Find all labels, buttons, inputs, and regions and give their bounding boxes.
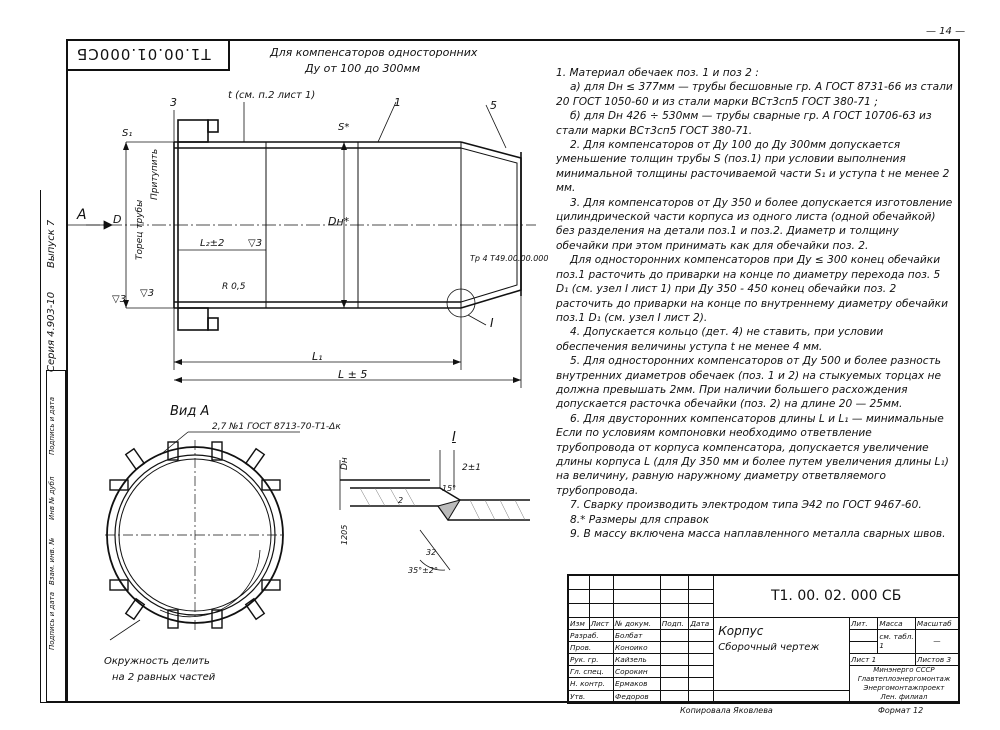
col-mass: Масса [877,616,916,630]
mass-value: см. табл. 1 [877,628,916,654]
bottom-line [40,702,960,703]
strip-col-2: Инв № дубл [48,476,56,520]
technical-notes: 1. Материал обечаек поз. 1 и поз 2 : а) … [556,66,954,541]
view-arrow-label: A [77,207,87,223]
sheets-label: Листов 3 [914,652,960,666]
circle-note-2: на 2 равных частей [112,672,216,683]
s1-label: S₁ [122,128,133,139]
note-8: 8.* Размеры для справок [570,513,710,526]
format-label: Формат 12 [878,706,924,715]
L1-label: L₁ [312,350,323,363]
strip-col-4: Подпись и дата [48,592,56,650]
note-1: 1. Материал обечаек поз. 1 и поз 2 : [556,67,759,79]
detail-35-label: 35°±2° [408,566,438,575]
person-4: Ермаков [613,677,661,691]
org-2: Главтеплоэнергомонтаж [857,674,951,683]
note-6: 6. Для двусторонних компенсаторов длины … [570,412,944,425]
role-4: Н. контр. [567,677,615,691]
note-1b: б) для Dн 426 ÷ 530мм — трубы сварные гр… [556,110,932,137]
note-7: 7. Сварку производить электродом типа Э4… [570,499,922,512]
org-4: Лен. филиал [880,692,928,701]
note-9: 9. В массу включена масса наплавленного … [570,528,946,540]
note-2: 2. Для компенсаторов от Ду 100 до Ду 300… [556,139,950,195]
dim-Dn-label: Dн* [328,215,350,228]
role-1: Пров. [567,640,615,654]
copied-by: Копировала Яковлева [680,706,773,715]
view-a-title: Вид А [170,404,210,419]
hdr-date: Дата [688,616,715,630]
weld-symbol-label: 2,7 №1 ГОСТ 8713-70-Т1-Δк [212,422,341,432]
person-2: Кайзель [613,652,661,666]
strip-col-3: Взам. инв. № [48,537,56,585]
series-label: Серия 4.903-10 [46,291,57,372]
roughness-3: ▽3 [112,294,127,305]
person-0: Болбат [613,628,661,642]
l2-label: L₂±2 [200,238,225,249]
section-drawing [66,101,536,388]
person-3: Сорокин [613,664,661,678]
strip-col-1: Подпись и дата [48,397,56,455]
rotated-doc-code: Т1.00.01.000СБ [76,45,211,63]
header-note-line2: Ду от 100 до 300мм [305,62,421,75]
role-0: Разраб. [567,628,615,642]
weld-mark-label: Тр 4 Т49.00.00.000 [470,254,549,263]
pos-1-label: 1 [394,96,401,109]
detail-i-title: I [452,430,456,445]
detail-15-label: 15° [442,484,457,493]
left-margin-line [40,190,41,703]
person-1: Коноико [613,640,661,654]
pos-5-label: 5 [490,99,497,112]
L-label: L ± 5 [338,368,368,381]
hdr-doc: № докум. [613,616,661,630]
hdr-izm: Изм [567,616,590,630]
circle-note-1: Окружность делить [104,656,210,667]
note-6b: Если по условиям компоновки необходимо о… [556,427,949,497]
detail-2pm1-label: 2±1 [462,463,481,473]
note-5: 5. Для односторонних компенсаторов от Ду… [556,355,942,411]
org-3: Энергомонтажпроект [863,683,945,692]
roughness-1: ▽3 [248,238,263,249]
col-lit: Лит. [848,616,879,630]
view-a-drawing [105,431,300,641]
t-note-label: t (см. п.2 лист 1) [228,90,316,101]
note-3b: Для односторонних компенсаторов при Ду ≤… [556,254,948,324]
doc-code-cell: Т1. 00. 02. 000 СБ [713,574,960,618]
left-stamp-strip [46,370,66,702]
org-1: Минэнерго СССР [873,665,935,674]
issue-label: Выпуск 7 [46,219,57,268]
hdr-sign: Подп. [659,616,690,630]
detail-1205-label: 1205 [340,524,349,545]
rotated-doc-code-box: Т1.00.01.000СБ [68,41,230,71]
dim-D-label: D [113,213,122,226]
pos-3-label: 3 [170,96,177,109]
roughness-2: ▽3 [140,288,155,299]
note-4: 4. Допускается кольцо (дет. 4) не ставит… [556,326,884,353]
detail-dn-label: Dн [340,457,350,470]
header-note-line1: Для компенсаторов односторонних [270,46,478,59]
note-1a: а) для Dн ≤ 377мм — трубы бесшовные гр. … [556,81,953,108]
detail-32-label: 32 [426,548,437,557]
role-2: Рук. гр. [567,652,615,666]
role-5: Утв. [567,689,615,703]
node-I-label: I [490,316,494,330]
detail-i-drawing [339,450,530,571]
s-star-label: S* [338,122,350,133]
title-block-table: Т1. 00. 02. 000 СБ Изм Лист № докум. Под… [567,574,960,704]
col-scale: Масштаб [914,616,960,630]
role-3: Гл. спец. [567,664,615,678]
detail-2-label: 2 [398,496,404,505]
scale-value: — [914,628,960,654]
title-name-1: Корпус [718,623,764,638]
pipe-end-label: Торец трубы [135,199,145,260]
title-name-2: Сборочный чертеж [718,641,820,653]
title-block: Т1. 00. 02. 000 СБ Изм Лист № докум. Под… [567,574,960,704]
sheet-label: Лист 1 [848,652,916,666]
hdr-list: Лист [588,616,615,630]
note-3: 3. Для компенсаторов от Ду 350 и более д… [556,196,953,252]
page-number: — 14 — [926,26,966,37]
person-5: Федоров [613,689,661,703]
r05-label: R 0,5 [222,282,246,292]
countersink-label: Притупить [150,148,160,200]
